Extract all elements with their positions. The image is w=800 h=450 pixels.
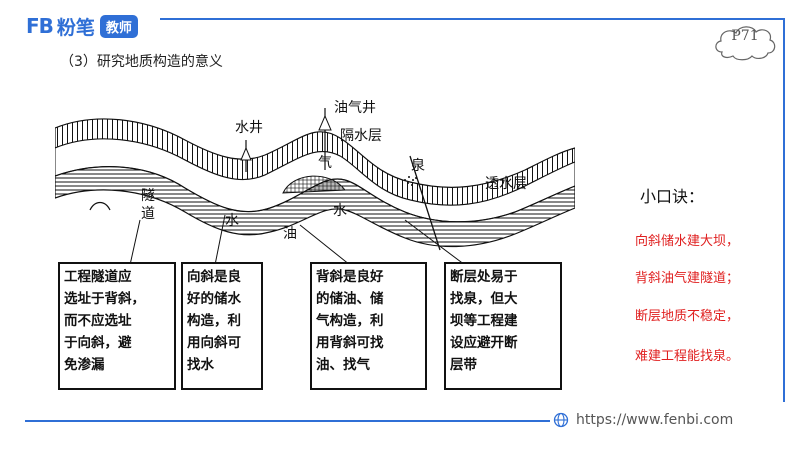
- tunnel-arc: [89, 201, 111, 211]
- label-oil-gas-well: 油气井: [334, 100, 376, 116]
- mnemonic-title: 小口诀：: [640, 187, 705, 206]
- geologic-structure-diagram: 油气井 水井 隔水层 泉 透水层 隧 道 水 水 油 气: [55, 100, 575, 266]
- page-number: P71: [731, 28, 759, 44]
- spring-dots-icon: [404, 176, 417, 186]
- frame-top-line: [160, 18, 785, 20]
- mnemonic-line-2: 背斜油气建隧道；: [634, 271, 739, 286]
- frame-right-line: [783, 18, 785, 402]
- mnemonic-line-4: 难建工程能找泉。: [634, 349, 739, 364]
- globe-icon: [553, 412, 569, 428]
- mnemonic-line-1: 向斜储水建大坝，: [634, 234, 739, 249]
- label-water-right: 水: [333, 203, 347, 219]
- label-tunnel-2: 道: [141, 206, 155, 222]
- note-box-anticline: 背斜是良好 的储油、储 气构造，利 用背斜可找 油、找气: [310, 262, 427, 390]
- oil-gas-well-icon: [318, 108, 332, 170]
- leader-line-4: [404, 219, 466, 266]
- note-box-tunnel: 工程隧道应 选址于背斜， 而不应选址 于向斜，避 免渗漏: [58, 262, 176, 390]
- note-box-fault: 断层处易于 找泉，但大 坝等工程建 设应避开断 层带: [444, 262, 562, 390]
- water-well-icon: [240, 140, 252, 172]
- label-spring: 泉: [411, 157, 425, 174]
- section-subtitle: （3）研究地质构造的意义: [60, 54, 223, 70]
- footer-url[interactable]: https://www.fenbi.com: [553, 412, 733, 428]
- note-box-anticline-text: 背斜是良好 的储油、储 气构造，利 用背斜可找 油、找气: [316, 269, 384, 373]
- leader-line-2: [214, 214, 226, 266]
- label-water-well: 水井: [235, 120, 263, 136]
- logo-badge: 教师: [99, 14, 138, 38]
- label-water-left: 水: [225, 213, 239, 229]
- label-oil: 油: [283, 226, 297, 242]
- logo-mark: FB: [26, 14, 54, 38]
- fenbi-logo: FB 粉笔 教师: [26, 14, 138, 39]
- note-box-fault-text: 断层处易于 找泉，但大 坝等工程建 设应避开断 层带: [450, 269, 518, 373]
- note-box-tunnel-text: 工程隧道应 选址于背斜， 而不应选址 于向斜，避 免渗漏: [64, 269, 145, 373]
- lower-layer: [55, 166, 575, 248]
- cloud-badge-icon: [715, 26, 776, 61]
- leader-line-1: [129, 219, 141, 266]
- footer-url-text[interactable]: https://www.fenbi.com: [576, 412, 734, 428]
- label-gas: 气: [318, 155, 332, 171]
- label-permeable-layer: 透水层: [485, 176, 527, 192]
- frame-bottom-line: [25, 420, 550, 422]
- note-box-syncline-text: 向斜是良 好的储水 构造，利 用向斜可 找水: [187, 269, 241, 373]
- label-aquiclude: 隔水层: [340, 128, 382, 144]
- oil-gas-trap: [282, 175, 346, 194]
- note-box-syncline: 向斜是良 好的储水 构造，利 用向斜可 找水: [181, 262, 263, 390]
- fault-line: [409, 155, 441, 251]
- leader-line-3: [299, 224, 351, 266]
- logo-name: 粉笔: [56, 16, 95, 39]
- label-tunnel-1: 隧: [141, 188, 155, 204]
- mnemonic-line-3: 断层地质不稳定，: [634, 309, 739, 324]
